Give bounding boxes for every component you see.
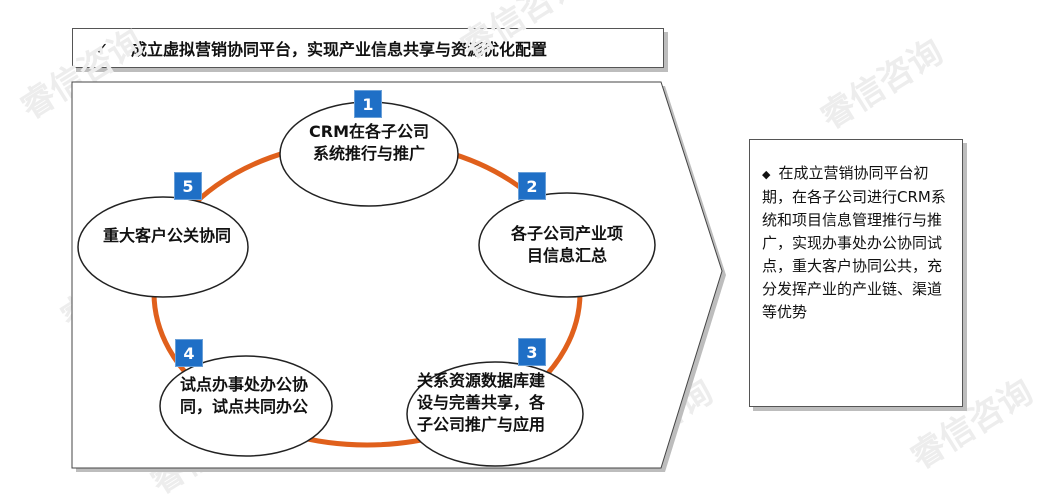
svg-text:睿信咨询: 睿信咨询 <box>814 32 951 138</box>
node-3-label: 关系资源数据库建设与完善共享，各子公司推广与应用 <box>417 371 546 434</box>
header-box: ✓ 成立虚拟营销协同平台，实现产业信息共享与资源优化配置 <box>72 28 664 68</box>
check-icon: ✓ <box>95 38 109 58</box>
side-note-box: ◆在成立营销协同平台初期，在各子公司进行CRM系统和项目信息管理推行与推广，实现… <box>749 139 963 407</box>
node-1-label: CRM在各子公司系统推行与推广 <box>309 122 429 163</box>
node-2-label: 各子公司产业项目信息汇总 <box>510 224 623 265</box>
node-2-badge: 2 <box>518 172 546 200</box>
node-5-label: 重大客户公关协同 <box>103 226 232 245</box>
diamond-bullet-icon: ◆ <box>762 168 771 181</box>
node-4-ellipse <box>159 355 333 457</box>
node-2-ellipse <box>478 192 656 298</box>
side-note-text: 在成立营销协同平台初期，在各子公司进行CRM系统和项目信息管理推行与推广，实现办… <box>762 164 946 321</box>
node-5-ellipse <box>77 196 249 298</box>
node-3-ellipse <box>406 361 584 467</box>
node-1-badge: 1 <box>354 90 382 118</box>
node-4-badge: 4 <box>175 339 203 367</box>
node-5-badge: 5 <box>174 172 202 200</box>
node-3-badge: 3 <box>518 338 546 366</box>
header-title: 成立虚拟营销协同平台，实现产业信息共享与资源优化配置 <box>131 40 548 59</box>
node-4-label: 试点办事处办公协同，试点共同办公 <box>180 375 309 416</box>
svg-text:睿信咨询: 睿信咨询 <box>454 0 591 68</box>
